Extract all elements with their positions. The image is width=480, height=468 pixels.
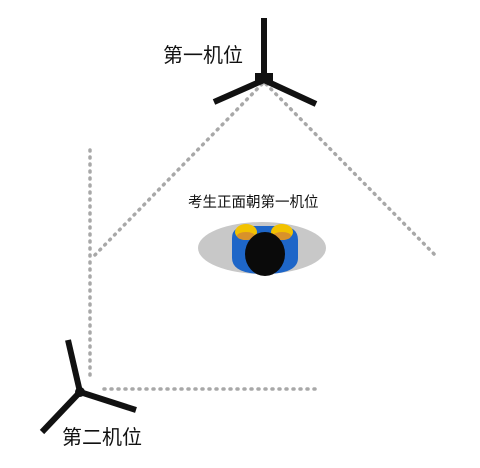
camera-2-label: 第二机位	[62, 425, 142, 449]
camera-1-field-of-view	[90, 82, 438, 260]
candidate-head	[245, 232, 285, 276]
candidate-left-shoulder-shade	[237, 232, 255, 240]
camera-1-right-view-line	[264, 82, 438, 258]
camera-1-label: 第一机位	[163, 43, 243, 67]
camera-1-tripod-icon	[212, 18, 318, 107]
camera-2-field-of-view	[88, 148, 320, 391]
camera-1-left-view-line	[90, 82, 264, 260]
camera-2-tripod-icon	[39, 339, 137, 435]
candidate-figure	[198, 222, 326, 276]
candidate-label: 考生正面朝第一机位	[188, 193, 319, 211]
